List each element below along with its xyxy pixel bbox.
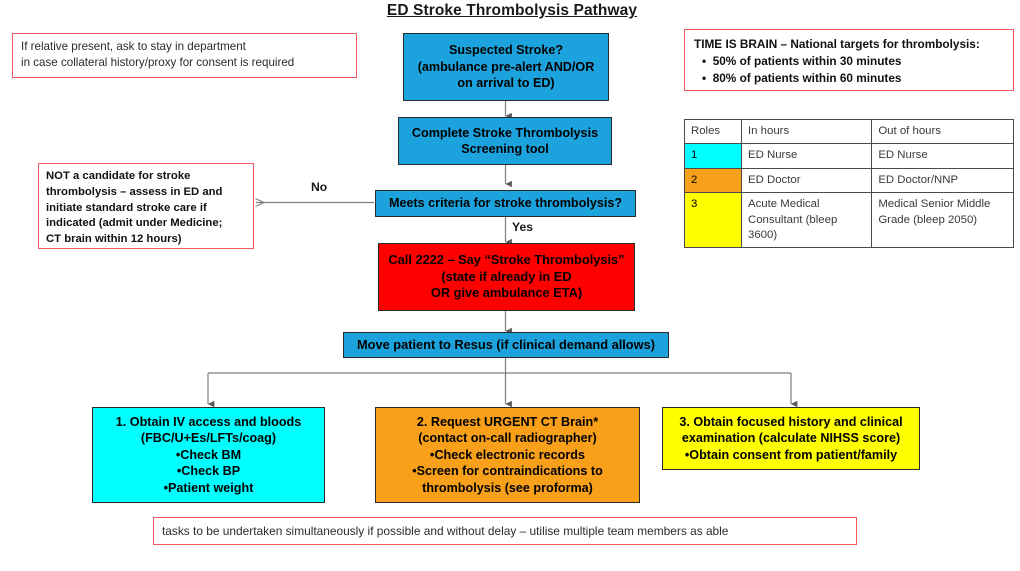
role-3-out-of-hours: Medical Senior Middle Grade (bleep 2050) <box>871 192 1014 249</box>
roles-table: Roles In hours Out of hours 1 ED Nurse E… <box>684 118 1014 249</box>
time-is-brain-bullet-2: • 80% of patients within 60 minutes <box>702 70 902 85</box>
bullet-glyph: • <box>702 70 713 85</box>
call-2222-line-2: (state if already in ED <box>441 268 572 284</box>
suspected-stroke-line-2: (ambulance pre-alert AND/OR <box>417 59 595 74</box>
not-candidate-line-1: NOT a candidate for stroke <box>46 170 191 182</box>
task1-line-2: (FBC/U+Es/LFTs/coag) <box>140 431 277 446</box>
note-relative-line-1: If relative present, ask to stay in depa… <box>21 40 246 53</box>
call-2222-line-3: OR give ambulance ETA) <box>430 285 583 301</box>
roles-header-out-of-hours: Out of hours <box>871 118 1014 145</box>
not-candidate-line-4: indicated (admit under Medicine; <box>46 217 223 230</box>
roles-table-header-row: Roles In hours Out of hours <box>684 118 1014 145</box>
page-title: ED Stroke Thrombolysis Pathway <box>386 2 638 19</box>
not-candidate-line-3: initiate standard stroke care if <box>46 201 207 214</box>
task2-line-5: thrombolysis (see proforma) <box>422 480 593 495</box>
time-is-brain-heading: TIME IS BRAIN – National targets for thr… <box>694 37 980 51</box>
task2-line-2: (contact on-call radiographer) <box>418 431 597 446</box>
bullet-glyph: • <box>702 53 713 68</box>
note-not-a-candidate: NOT a candidate for stroke thrombolysis … <box>38 163 254 249</box>
not-candidate-line-2: thrombolysis – assess in ED and <box>46 185 223 198</box>
role-3-in-hours: Acute Medical Consultant (bleep 3600) <box>740 192 873 249</box>
roles-header-roles: Roles <box>684 118 742 145</box>
role-2-out-of-hours: ED Doctor/NNP <box>871 167 1014 194</box>
flow-box-screening-tool[interactable]: Complete Stroke Thrombolysis Screening t… <box>398 117 612 165</box>
roles-header-in-hours: In hours <box>740 118 873 145</box>
task3-line-1: 3. Obtain focused history and clinical <box>679 414 903 429</box>
task2-line-1: 2. Request URGENT CT Brain* <box>416 415 599 430</box>
edge-label-no: No <box>311 180 328 194</box>
role-number-1: 1 <box>684 143 742 169</box>
move-to-resus-label: Move patient to Resus (if clinical deman… <box>357 336 655 352</box>
not-candidate-line-5: CT brain within 12 hours) <box>46 233 182 246</box>
note-relative-line-2: in case collateral history/proxy for con… <box>21 56 295 70</box>
task1-line-3: •Check BM <box>175 447 242 462</box>
task3-line-2: examination (calculate NIHSS score) <box>681 431 901 446</box>
screening-tool-line-1: Complete Stroke Thrombolysis <box>411 125 599 140</box>
flow-box-call-2222[interactable]: Call 2222 – Say “Stroke Thrombolysis” (s… <box>378 243 635 311</box>
roles-table-row: 2 ED Doctor ED Doctor/NNP <box>684 167 1014 194</box>
roles-table-row: 3 Acute Medical Consultant (bleep 3600) … <box>684 192 1014 249</box>
task1-line-1: 1. Obtain IV access and bloods <box>115 415 302 430</box>
role-1-in-hours: ED Nurse <box>740 143 873 169</box>
call-2222-line-1: Call 2222 – Say “Stroke Thrombolysis” <box>388 252 625 268</box>
task3-line-3: •Obtain consent from patient/family <box>684 447 898 462</box>
note-time-is-brain: TIME IS BRAIN – National targets for thr… <box>684 29 1014 91</box>
edge-label-yes: Yes <box>512 220 534 234</box>
flow-box-suspected-stroke[interactable]: Suspected Stroke? (ambulance pre-alert A… <box>403 33 609 101</box>
task2-line-4: •Screen for contraindications to <box>412 464 603 479</box>
task1-line-4: •Check BP <box>176 464 241 479</box>
suspected-stroke-line-1: Suspected Stroke? <box>448 43 564 58</box>
role-number-3: 3 <box>684 192 742 249</box>
meets-criteria-label: Meets criteria for stroke thrombolysis? <box>388 196 623 211</box>
task2-line-3: •Check electronic records <box>430 447 585 462</box>
suspected-stroke-line-3: on arrival to ED) <box>457 76 555 91</box>
flow-box-task-3-history-exam[interactable]: 3. Obtain focused history and clinical e… <box>662 407 920 470</box>
note-footer-tasks-simultaneous: tasks to be undertaken simultaneously if… <box>153 517 857 545</box>
note-relative-present: If relative present, ask to stay in depa… <box>12 33 357 78</box>
time-is-brain-bullet-1: • 50% of patients within 30 minutes <box>702 53 902 68</box>
flow-box-meets-criteria[interactable]: Meets criteria for stroke thrombolysis? <box>375 190 636 217</box>
footer-text: tasks to be undertaken simultaneously if… <box>162 523 729 538</box>
roles-table-row: 1 ED Nurse ED Nurse <box>684 143 1014 169</box>
flow-box-task-2-urgent-ct[interactable]: 2. Request URGENT CT Brain* (contact on-… <box>375 407 640 503</box>
screening-tool-line-2: Screening tool <box>461 142 549 156</box>
role-2-in-hours: ED Doctor <box>740 167 873 194</box>
role-number-2: 2 <box>684 167 742 194</box>
flow-box-task-1-iv-access[interactable]: 1. Obtain IV access and bloods (FBC/U+Es… <box>92 407 325 503</box>
task1-line-5: •Patient weight <box>163 480 254 495</box>
role-1-out-of-hours: ED Nurse <box>871 143 1014 169</box>
flow-box-move-to-resus[interactable]: Move patient to Resus (if clinical deman… <box>343 332 669 358</box>
